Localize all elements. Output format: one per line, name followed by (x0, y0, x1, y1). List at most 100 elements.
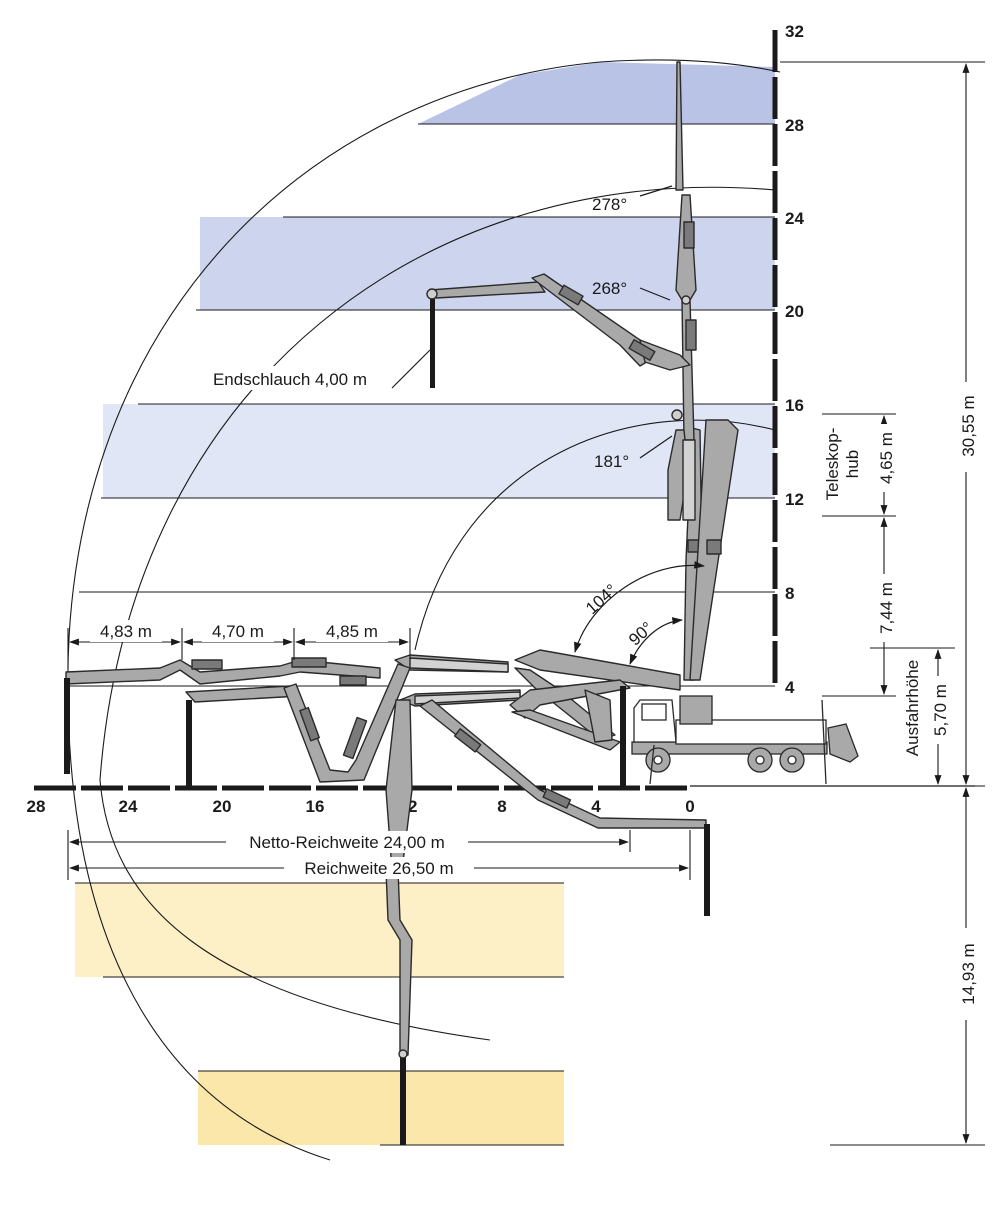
y-tick-8: 8 (785, 584, 794, 603)
end-hose-coupling (398, 1049, 408, 1059)
telescope-label-2: hub (843, 450, 862, 478)
boom-arm (185, 685, 301, 703)
dim-label-bg (872, 574, 896, 642)
depth-label: 14,93 m (959, 943, 978, 1004)
unfold-label: Ausfahrhöhe (903, 660, 922, 756)
end-hose-mid (186, 700, 192, 786)
end-hose-deep (400, 1055, 406, 1145)
end-hose-low (64, 678, 70, 774)
y-tick-24: 24 (785, 209, 804, 228)
end-hose-label: Endschlauch 4,00 m (213, 370, 367, 389)
section-3-length: 4,85 m (326, 622, 378, 641)
dim-label-bg (954, 928, 978, 1020)
y-tick-28: 28 (785, 116, 804, 135)
boom-folded-transport (509, 649, 681, 786)
boom-low-horizontal (64, 654, 509, 774)
y-axis-labels: 32 28 24 20 16 12 8 4 (785, 22, 804, 697)
y-tick-4: 4 (785, 678, 795, 697)
boom-cylinder (620, 686, 626, 786)
angle-181: 181° (594, 452, 629, 471)
x-axis-labels: 28 24 20 16 12 8 4 0 (27, 797, 695, 816)
truck-rear-equipment (827, 723, 859, 763)
angle-indicators (574, 185, 706, 665)
telescope-label-1: Teleskop- (823, 428, 842, 501)
angle-arc-104 (574, 561, 706, 654)
angle-104: 104° (582, 580, 621, 618)
dim-label-bg (202, 620, 274, 642)
boom-high-horizontal (426, 273, 691, 388)
boom-section-3 (675, 61, 684, 191)
x-tick-0: 0 (685, 797, 694, 816)
truck-outrigger (821, 699, 827, 785)
truck-wheel-hub (653, 755, 663, 765)
angle-268: 268° (592, 279, 627, 298)
x-tick-8: 8 (497, 797, 506, 816)
boom-section-label: 7,44 m (877, 582, 896, 634)
truck-outrigger (649, 744, 655, 785)
truck-hopper (679, 695, 713, 725)
dim-label-bg (90, 620, 162, 642)
boom-cylinder (685, 319, 697, 351)
boom-cylinder (291, 657, 327, 668)
boom-down-reach (385, 869, 413, 1145)
boom-cylinder (558, 284, 584, 306)
band-minus-12-minus-16 (198, 1071, 564, 1145)
band-12-16 (103, 404, 775, 498)
boom-folded-positions (185, 663, 710, 916)
boom-cylinder (299, 706, 320, 742)
angle-leader (639, 287, 671, 301)
x-tick-20: 20 (213, 797, 232, 816)
x-tick-4: 4 (591, 797, 601, 816)
angle-leader (639, 435, 673, 459)
working-range-bands (75, 62, 775, 1145)
angle-leader (639, 185, 673, 197)
dim-label-bg (954, 382, 978, 472)
angle-278: 278° (592, 195, 627, 214)
boom-mast-variant (667, 419, 739, 681)
boom-cylinder (542, 788, 572, 809)
dim-label-bg (926, 676, 950, 744)
end-hose-right (704, 824, 710, 916)
boom-arm (639, 339, 691, 371)
net-reach-label-bg (226, 831, 468, 853)
dim-label-bg (316, 620, 388, 642)
boom-cylinder (339, 675, 367, 686)
mid-reach-arc (99, 186, 776, 1041)
total-height-label: 30,55 m (959, 395, 978, 456)
reach-label-bg (284, 857, 474, 879)
truck-wheel-hub (787, 755, 797, 765)
x-tick-16: 16 (306, 797, 325, 816)
y-tick-32: 32 (785, 22, 804, 41)
boom-cylinder (683, 221, 695, 249)
boom-section-2 (675, 194, 697, 441)
band-28-30 (418, 62, 775, 124)
outer-reach-arc (67, 59, 781, 1161)
boom-cylinder (453, 728, 482, 753)
truck (631, 695, 859, 785)
boom-arm (509, 679, 631, 719)
section-2-length: 4,70 m (212, 622, 264, 641)
truck-wheel-hub (755, 755, 765, 765)
boom-arm (584, 689, 613, 743)
end-hose-leader (391, 349, 431, 389)
boom-joint (681, 295, 691, 305)
boom-arm (385, 869, 413, 1056)
boom-cylinder (628, 338, 656, 362)
y-tick-12: 12 (785, 490, 804, 509)
end-hose-coupling (426, 288, 438, 300)
angle-90: 90° (625, 618, 657, 649)
boom-cylinder (342, 716, 368, 760)
boom-arm (514, 667, 616, 741)
reach-label: Reichweite 26,50 m (304, 859, 453, 878)
end-hose-top (430, 296, 435, 388)
boom-arm (65, 659, 381, 685)
mast-cylinder (706, 539, 722, 555)
boom-cylinder (191, 659, 223, 670)
x-tick-24: 24 (119, 797, 138, 816)
dim-label-bg (872, 424, 896, 492)
y-tick-16: 16 (785, 396, 804, 415)
boom-joint (671, 409, 683, 421)
x-tick-28: 28 (27, 797, 46, 816)
boom-arm-light (409, 657, 509, 673)
